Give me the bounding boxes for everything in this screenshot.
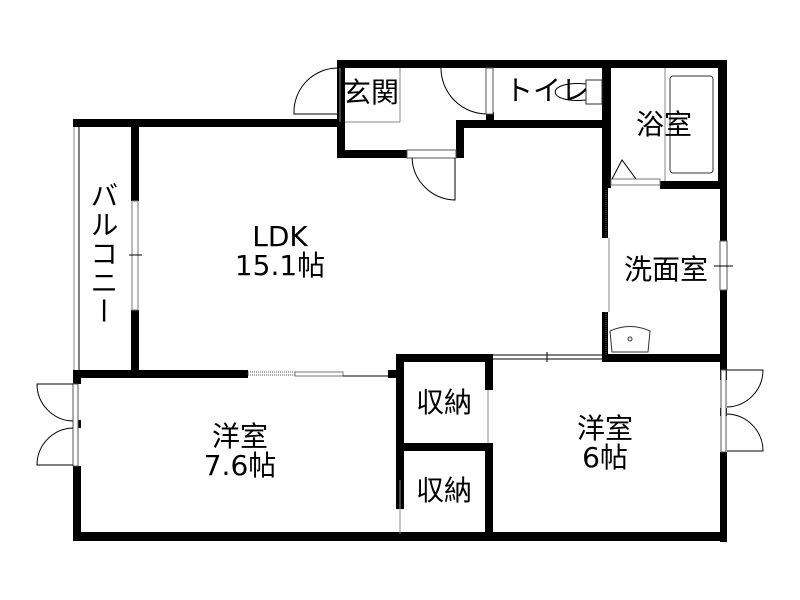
room-size-western-2: 6帖 (582, 441, 628, 475)
sliding-door-room2 (493, 352, 602, 362)
room-size-ldk: 15.1帖 (234, 249, 326, 283)
room-label-storage-1: 収納 (415, 386, 472, 419)
sliding-door-room1 (247, 371, 388, 377)
toilet-door (440, 67, 494, 115)
ldk-door (406, 149, 457, 201)
room-label-genkan: 玄関 (342, 76, 399, 109)
balcony-outline (73, 122, 80, 372)
room-label-western-2: 洋室 (576, 412, 633, 445)
room1-double-door (36, 383, 79, 467)
room-label-storage-2: 収納 (415, 474, 472, 507)
washbasin (609, 326, 651, 353)
room-label-toilet: トイレ (504, 74, 589, 107)
room-label-western-1: 洋室 (211, 420, 268, 453)
balcony-window (129, 200, 142, 311)
toilet-fixture (555, 79, 603, 105)
room2-double-door (720, 369, 764, 453)
room-size-western-1: 7.6帖 (203, 449, 277, 483)
room-western-1: 洋室 7.6帖 (180, 422, 300, 481)
room-label-bathroom: 浴室 (635, 108, 692, 141)
room-label-balcony: バルコニー (86, 180, 120, 326)
room-label-ldk: LDK (252, 220, 308, 253)
room-western-2: 洋室 6帖 (545, 414, 665, 473)
room-ldk: LDK 15.1帖 (220, 222, 340, 281)
bathtub (669, 75, 714, 174)
room-label-washroom: 洗面室 (623, 253, 708, 286)
entrance-door (293, 67, 401, 123)
